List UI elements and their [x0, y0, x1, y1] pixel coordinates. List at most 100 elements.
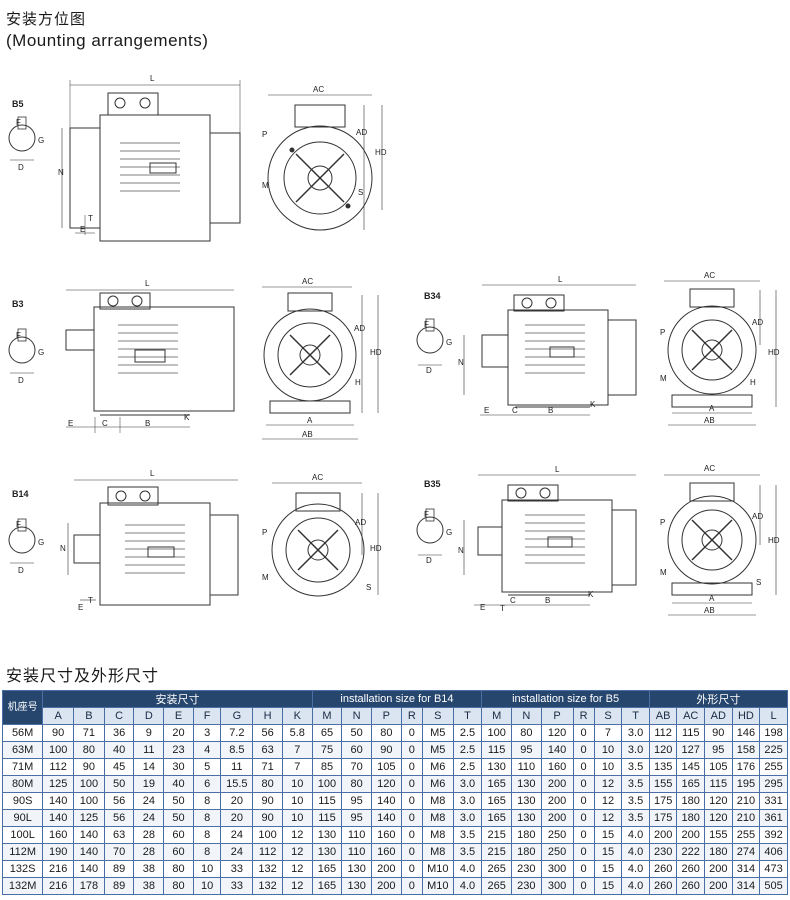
table-cell: 145: [676, 758, 706, 776]
svg-text:AC: AC: [313, 85, 324, 94]
table-cell: 0: [572, 724, 595, 742]
dimension-table-title: 安装尺寸及外形尺寸: [6, 668, 160, 685]
svg-text:T: T: [88, 214, 93, 223]
table-cell: 15: [593, 860, 623, 878]
sub-header: T: [452, 707, 483, 725]
table-cell: 8.5: [220, 741, 254, 759]
svg-text:G: G: [38, 136, 44, 145]
table-cell: 178: [73, 877, 105, 895]
table-cell: 24: [220, 826, 254, 844]
table-cell: 65: [311, 724, 343, 742]
table-cell: 89: [103, 860, 135, 878]
table-cell: 63: [252, 741, 283, 759]
table-cell: 5.8: [281, 724, 313, 742]
sub-header: P: [371, 707, 402, 725]
table-cell: 30: [163, 758, 194, 776]
table-cell: 0: [572, 758, 595, 776]
table-cell: 230: [511, 877, 542, 895]
b14-tag: B14: [12, 489, 29, 499]
table-cell: 3.5: [621, 775, 650, 793]
sub-header: G: [220, 707, 254, 725]
table-cell: 3: [192, 724, 222, 742]
header-outline: 外形尺寸: [648, 690, 789, 708]
table-cell: M5: [421, 724, 454, 742]
table-cell: 15: [593, 826, 623, 844]
table-cell: 24: [220, 843, 254, 861]
table-cell: 140: [73, 843, 105, 861]
table-cell: 132: [252, 860, 283, 878]
table-cell: 90: [704, 724, 733, 742]
svg-text:F: F: [424, 320, 429, 329]
b35-tag: B35: [424, 479, 441, 489]
table-cell: 24: [133, 809, 165, 827]
sub-header: T: [621, 707, 650, 725]
table-cell: 0: [572, 826, 595, 844]
svg-text:H: H: [355, 378, 361, 387]
svg-text:C: C: [512, 406, 518, 415]
table-cell: 8: [192, 792, 222, 810]
svg-text:HD: HD: [768, 536, 780, 545]
sub-header: S: [421, 707, 454, 725]
frame-cell: 132S: [1, 860, 44, 878]
table-cell: 265: [481, 877, 512, 895]
table-cell: 0: [572, 775, 595, 793]
table-cell: 0: [400, 775, 423, 793]
table-cell: 0: [572, 809, 595, 827]
svg-text:M: M: [660, 374, 667, 383]
table-cell: 200: [540, 775, 574, 793]
table-cell: 80: [163, 860, 194, 878]
table-cell: 225: [759, 741, 788, 759]
table-cell: 0: [400, 843, 423, 861]
table-cell: 80: [371, 724, 402, 742]
table-cell: 165: [481, 792, 512, 810]
table-cell: 0: [572, 860, 595, 878]
frame-cell: 112M: [1, 843, 44, 861]
svg-text:B: B: [545, 596, 550, 605]
table-cell: M8: [421, 826, 454, 844]
table-cell: 100: [73, 792, 105, 810]
sub-header: S: [593, 707, 623, 725]
table-cell: 3.5: [621, 809, 650, 827]
drawing-b14: B14 F G D L N E T AC AD H: [8, 469, 382, 612]
table-cell: M8: [421, 792, 454, 810]
table-cell: 50: [341, 724, 372, 742]
svg-text:F: F: [16, 331, 21, 340]
table-cell: 180: [704, 843, 733, 861]
table-cell: 100: [252, 826, 283, 844]
sub-header: N: [511, 707, 542, 725]
table-cell: 20: [220, 792, 254, 810]
svg-text:M: M: [262, 181, 269, 190]
sub-header: H: [252, 707, 283, 725]
table-cell: 0: [572, 741, 595, 759]
table-cell: 158: [731, 741, 761, 759]
table-cell: 140: [73, 826, 105, 844]
table-cell: 8: [192, 826, 222, 844]
table-cell: 3.0: [452, 775, 483, 793]
b3-tag: B3: [12, 299, 24, 309]
table-cell: 100: [42, 741, 75, 759]
table-cell: 260: [648, 860, 678, 878]
table-cell: 473: [759, 860, 788, 878]
table-cell: 70: [103, 843, 135, 861]
svg-text:A: A: [709, 594, 715, 603]
table-cell: 20: [220, 809, 254, 827]
table-cell: 160: [371, 843, 402, 861]
svg-text:B: B: [548, 406, 553, 415]
table-cell: 132: [252, 877, 283, 895]
svg-text:S: S: [366, 583, 371, 592]
table-cell: 2.5: [452, 741, 483, 759]
table-cell: 3.5: [452, 843, 483, 861]
table-cell: 90: [73, 758, 105, 776]
table-cell: 200: [704, 860, 733, 878]
table-cell: 314: [731, 877, 761, 895]
svg-text:E: E: [80, 225, 85, 234]
table-cell: 90: [252, 792, 283, 810]
table-cell: 3.0: [621, 741, 650, 759]
table-cell: 12: [593, 809, 623, 827]
svg-text:AC: AC: [704, 271, 715, 280]
table-cell: 60: [163, 826, 194, 844]
table-cell: M10: [421, 860, 454, 878]
svg-text:S: S: [358, 188, 363, 197]
sub-header: R: [572, 707, 595, 725]
